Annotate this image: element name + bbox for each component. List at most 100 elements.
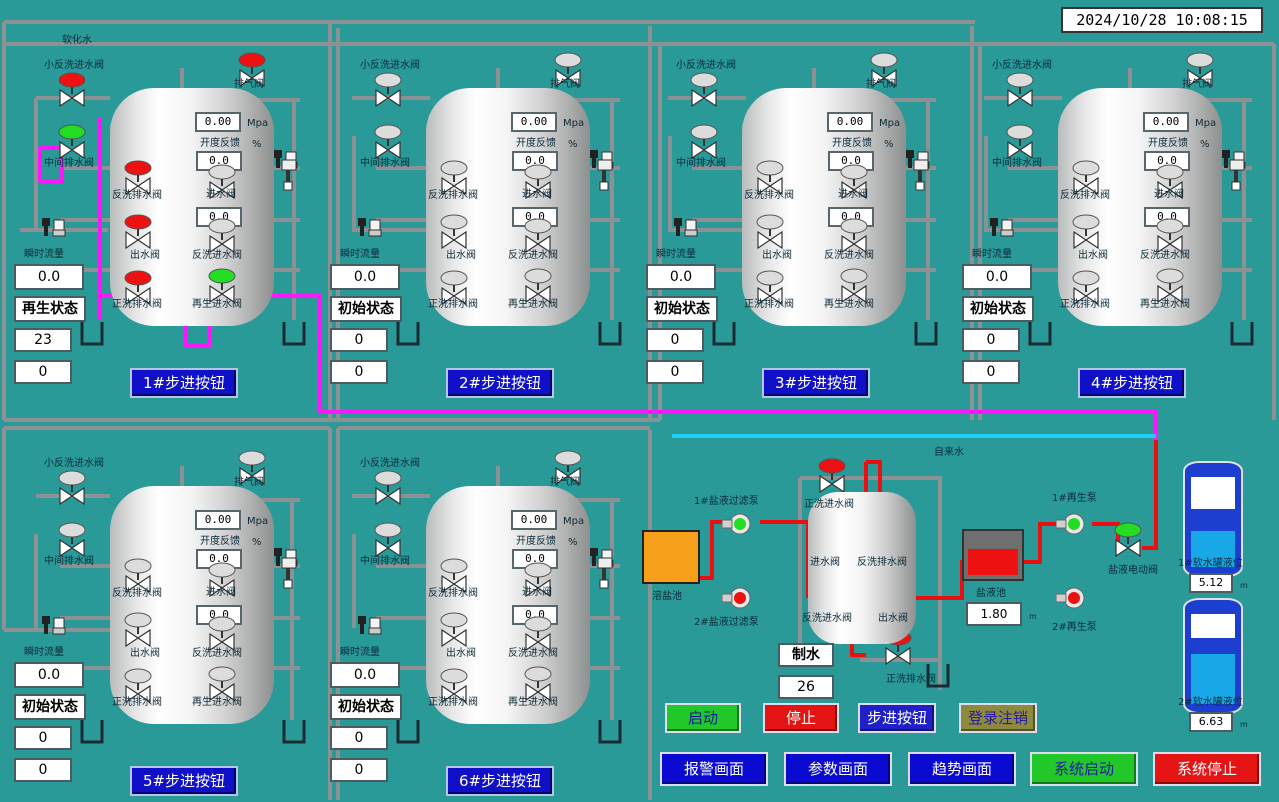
vent-label: 排气阀 — [866, 79, 896, 90]
start-button[interactable]: 启动 — [665, 703, 741, 733]
outlet-valve[interactable] — [1072, 214, 1100, 250]
backwash-drain-valve[interactable] — [124, 558, 152, 594]
drain-icon — [926, 664, 950, 688]
params-screen-button[interactable]: 参数画面 — [784, 752, 892, 786]
flowmeter — [280, 554, 300, 590]
vent-valve[interactable] — [554, 52, 582, 88]
backwash-in-valve[interactable] — [524, 218, 552, 254]
sensor-icon — [674, 218, 698, 237]
middle-drain-valve[interactable] — [1006, 124, 1034, 160]
backwash-drain-label: 反洗排水阀 — [428, 190, 478, 201]
vent-valve[interactable] — [870, 52, 898, 88]
forward-drain-valve[interactable] — [124, 270, 152, 306]
step-button-unit-5[interactable]: 5#步进按钮 — [130, 766, 238, 796]
small-backwash-valve[interactable] — [374, 470, 402, 506]
system-stop-button[interactable]: 系统停止 — [1153, 752, 1261, 786]
inlet-valve[interactable] — [524, 164, 552, 200]
small-backwash-valve[interactable] — [58, 72, 86, 108]
forward-drain-valve[interactable] — [124, 668, 152, 704]
alarm-screen-button[interactable]: 报警画面 — [660, 752, 768, 786]
inlet-valve[interactable] — [524, 562, 552, 598]
step-button-unit-3[interactable]: 3#步进按钮 — [762, 368, 870, 398]
drain-left — [80, 720, 104, 744]
small-backwash-valve[interactable] — [690, 72, 718, 108]
drain-icon — [282, 720, 306, 744]
middle-drain-valve[interactable] — [58, 522, 86, 558]
small-backwash-valve[interactable] — [58, 470, 86, 506]
inlet-valve[interactable] — [1156, 164, 1184, 200]
outlet-valve[interactable] — [124, 214, 152, 250]
step-button-unit-6[interactable]: 6#步进按钮 — [446, 766, 554, 796]
middle-drain-valve[interactable] — [374, 522, 402, 558]
valve-icon — [440, 160, 468, 196]
drain-right — [282, 322, 306, 346]
step-button[interactable]: 步进按钮 — [858, 703, 936, 733]
drain-right — [282, 720, 306, 744]
brine-drain — [926, 664, 950, 688]
regen-in-valve[interactable] — [1156, 268, 1184, 304]
pump-regen1-label: 1#再生泵 — [1052, 493, 1097, 504]
outlet-valve[interactable] — [440, 612, 468, 648]
vent-valve[interactable] — [238, 450, 266, 486]
step-button-unit-1[interactable]: 1#步进按钮 — [130, 368, 238, 398]
backwash-drain-valve[interactable] — [124, 160, 152, 196]
system-start-button[interactable]: 系统启动 — [1030, 752, 1138, 786]
brine-electric-valve[interactable] — [1114, 522, 1142, 558]
middle-drain-label: 中间排水阀 — [44, 158, 94, 169]
flowmeter — [280, 156, 300, 192]
middle-drain-valve[interactable] — [690, 124, 718, 160]
pump-filter-1[interactable] — [722, 512, 752, 536]
pump-regen-1[interactable] — [1056, 512, 1086, 536]
backwash-in-valve[interactable] — [208, 616, 236, 652]
counter-display-1: 0 — [14, 726, 72, 750]
trend-screen-button[interactable]: 趋势画面 — [908, 752, 1016, 786]
step-button-unit-2[interactable]: 2#步进按钮 — [446, 368, 554, 398]
vent-valve[interactable] — [1186, 52, 1214, 88]
vent-valve[interactable] — [238, 52, 266, 88]
backwash-drain-valve[interactable] — [756, 160, 784, 196]
pump-filter-2[interactable] — [722, 586, 752, 610]
inlet-valve[interactable] — [208, 562, 236, 598]
brine-count-display: 26 — [778, 675, 834, 699]
forward-drain-valve[interactable] — [440, 668, 468, 704]
valve-icon — [1072, 160, 1100, 196]
outlet-valve[interactable] — [440, 214, 468, 250]
brine-forward-in-valve[interactable] — [818, 458, 846, 494]
regen-in-valve[interactable] — [524, 268, 552, 304]
inlet-valve[interactable] — [840, 164, 868, 200]
pressure-unit: Mpa — [247, 118, 269, 129]
valve-icon — [1006, 72, 1034, 108]
opening-feedback-label: 开度反馈 — [1148, 138, 1188, 149]
valve-icon — [208, 666, 236, 702]
pressure-display: 0.00 — [511, 510, 557, 530]
backwash-in-valve[interactable] — [524, 616, 552, 652]
backwash-in-valve[interactable] — [208, 218, 236, 254]
backwash-drain-valve[interactable] — [440, 160, 468, 196]
backwash-drain-valve[interactable] — [440, 558, 468, 594]
middle-drain-valve[interactable] — [374, 124, 402, 160]
backwash-drain-valve[interactable] — [1072, 160, 1100, 196]
regen-in-valve[interactable] — [208, 268, 236, 304]
login-button[interactable]: 登录注销 — [959, 703, 1037, 733]
small-backwash-valve[interactable] — [374, 72, 402, 108]
small-backwash-valve[interactable] — [1006, 72, 1034, 108]
forward-drain-valve[interactable] — [440, 270, 468, 306]
outlet-valve[interactable] — [124, 612, 152, 648]
valve-icon — [524, 666, 552, 702]
backwash-in-label: 反洗进水阀 — [1140, 250, 1190, 261]
regen-in-valve[interactable] — [524, 666, 552, 702]
stop-button[interactable]: 停止 — [763, 703, 839, 733]
step-button-unit-4[interactable]: 4#步进按钮 — [1078, 368, 1186, 398]
forward-drain-valve[interactable] — [756, 270, 784, 306]
backwash-in-valve[interactable] — [840, 218, 868, 254]
inlet-valve[interactable] — [208, 164, 236, 200]
regen-in-valve[interactable] — [840, 268, 868, 304]
vent-valve[interactable] — [554, 450, 582, 486]
forward-drain-valve[interactable] — [1072, 270, 1100, 306]
pump-regen-2[interactable] — [1056, 586, 1086, 610]
middle-drain-valve[interactable] — [58, 124, 86, 160]
backwash-in-valve[interactable] — [1156, 218, 1184, 254]
inlet-sensor — [40, 614, 66, 636]
outlet-valve[interactable] — [756, 214, 784, 250]
regen-in-valve[interactable] — [208, 666, 236, 702]
